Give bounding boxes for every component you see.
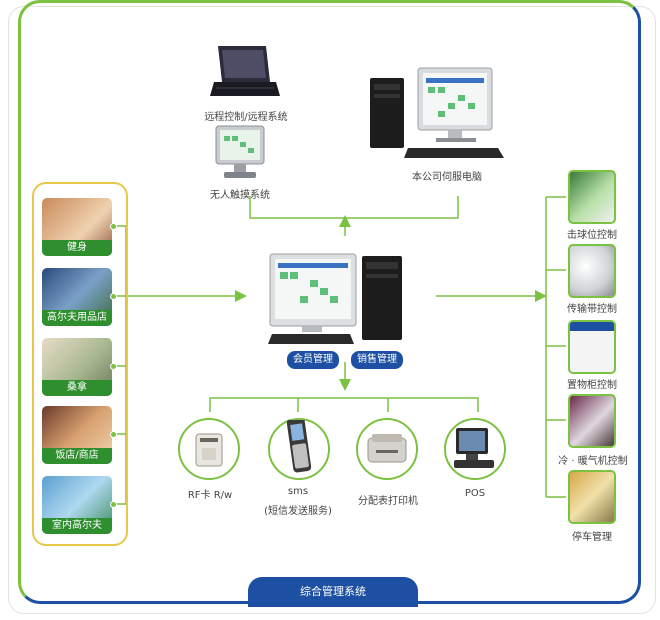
right-item-label: 置物柜控制 <box>567 380 617 391</box>
rf-card-label: RF卡 R/w <box>187 490 233 501</box>
left-item-fitness: 健身 <box>42 198 112 256</box>
right-item-hvac-image <box>568 394 616 448</box>
left-item-label: 高尔夫用品店 <box>42 310 112 326</box>
right-item-locker-image <box>568 320 616 374</box>
printer-icon <box>356 418 418 480</box>
right-item-parking-image <box>568 470 616 524</box>
connector-dot <box>110 431 117 438</box>
kiosk-caption: 无人触摸系统 <box>210 190 270 201</box>
connector-dot <box>110 223 117 230</box>
right-item-conveyor-image <box>568 244 616 298</box>
left-item-restaurant: 饭店/商店 <box>42 406 112 464</box>
right-item-label: 传输带控制 <box>567 304 617 315</box>
left-venue-group <box>32 182 128 546</box>
right-item-tee-control-image <box>568 170 616 224</box>
connector-dot <box>110 501 117 508</box>
outer-frame-shadow <box>8 6 656 614</box>
laptop-caption: 远程控制/远程系统 <box>204 112 288 123</box>
left-item-label: 饭店/商店 <box>42 448 112 464</box>
center-workstation-image <box>266 252 416 348</box>
left-item-label: 桑拿 <box>42 380 112 396</box>
connector-dot <box>110 363 117 370</box>
right-item-label: 停车管理 <box>572 532 612 543</box>
server-computer-image <box>368 66 504 162</box>
left-item-sauna: 桑拿 <box>42 338 112 396</box>
sms-sublabel: (短信发送服务) <box>264 506 332 517</box>
system-title-tab: 综合管理系统 <box>248 577 418 607</box>
sales-management-label: 销售管理 <box>350 350 404 370</box>
left-item-indoor-golf: 室内高尔夫 <box>42 476 112 534</box>
laptop-image <box>210 44 280 100</box>
server-caption: 本公司伺服电脑 <box>412 172 482 183</box>
rf-card-reader-icon <box>178 418 240 480</box>
right-item-label: 冷 · 暖气机控制 <box>558 456 628 467</box>
kiosk-image <box>214 124 266 180</box>
member-management-label: 会员管理 <box>286 350 340 370</box>
pos-terminal-icon <box>444 418 506 480</box>
sms-label: sms <box>287 486 309 497</box>
top-connector <box>249 196 459 219</box>
right-item-label: 击球位控制 <box>567 230 617 241</box>
left-item-label: 室内高尔夫 <box>42 518 112 534</box>
pos-label: POS <box>464 488 486 499</box>
bottom-connector <box>209 397 479 412</box>
connector-dot <box>110 293 117 300</box>
sms-phone-icon <box>268 417 330 480</box>
left-item-label: 健身 <box>42 240 112 256</box>
printer-label: 分配表打印机 <box>358 496 418 507</box>
left-item-golf-shop: 高尔夫用品店 <box>42 268 112 326</box>
